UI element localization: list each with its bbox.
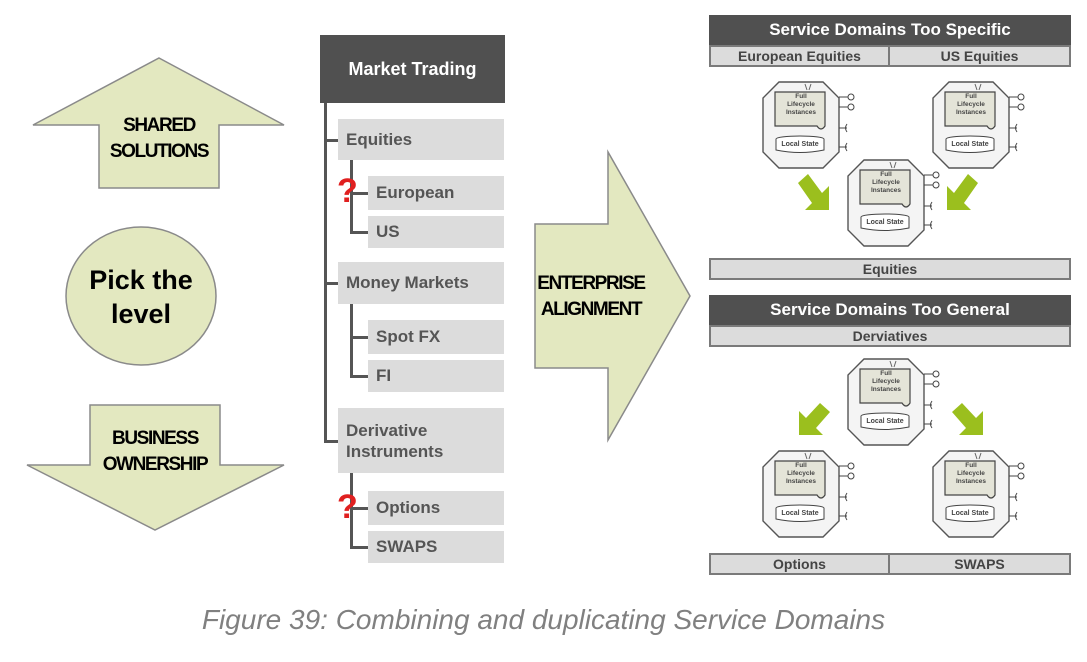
pick-level-label: Pick the level (89, 265, 193, 329)
component-instances-label: Full Lifecycle Instances (956, 462, 986, 485)
tree-node-swaps: SWAPS (368, 531, 504, 563)
service-domain-component: Full Lifecycle Instances Local State (761, 78, 857, 174)
panel-specific-col-left: European Equities (709, 45, 890, 67)
question-mark-options: ? (337, 488, 358, 526)
component-shape (932, 450, 1025, 538)
component-instances-label: Full Lifecycle Instances (871, 171, 901, 194)
green-arrow-4 (952, 403, 983, 435)
question-mark-european: ? (337, 172, 358, 210)
enterprise-alignment-arrow (534, 149, 691, 443)
component-shape (932, 81, 1025, 169)
panel-general-sub: Derviatives (709, 325, 1071, 347)
service-domain-component: Full Lifecycle Instances Local State (931, 447, 1027, 543)
tree-root-header: Market Trading (320, 35, 505, 103)
panel-specific-title: Service Domains Too Specific (709, 15, 1071, 45)
component-local-state-label: Local State (951, 510, 989, 517)
component-instances-label: Full Lifecycle Instances (956, 93, 986, 116)
service-domain-component: Full Lifecycle Instances Local State (931, 78, 1027, 174)
shared-solutions-label: SHARED SOLUTIONS (109, 115, 210, 162)
tree-branch-equities (324, 139, 338, 142)
business-ownership-label: BUSINESS OWNERSHIP (102, 428, 209, 475)
tree-leaf-line-fi (350, 375, 368, 378)
panel-specific-col-right: US Equities (888, 45, 1071, 67)
green-arrow-2 (947, 174, 978, 210)
tree-node-fi: FI (368, 360, 504, 392)
tree-leaf-line-swaps (350, 546, 368, 549)
tree-leaf-line-spotfx (350, 336, 368, 339)
panel-general-title: Service Domains Too General (709, 295, 1071, 325)
tree-node-derivatives: Derivative Instruments (338, 408, 504, 473)
tree-node-money-markets: Money Markets (338, 262, 504, 304)
component-shape (847, 159, 940, 247)
component-local-state-label: Local State (781, 510, 819, 517)
pick-level-circle (65, 226, 217, 366)
tree-node-us: US (368, 216, 504, 248)
tree-node-options: Options (368, 491, 504, 525)
tree-sub-derivatives (350, 473, 353, 548)
tree-node-spot-fx: Spot FX (368, 320, 504, 354)
panel-specific-footer: Equities (709, 258, 1071, 280)
green-arrow-1 (798, 174, 829, 210)
tree-branch-derivatives (324, 440, 338, 443)
tree-leaf-line-european (350, 192, 368, 195)
component-shape (847, 358, 940, 446)
service-domain-component: Full Lifecycle Instances Local State (761, 447, 857, 543)
enterprise-alignment-label: ENTERPRISE ALIGNMENT (537, 273, 646, 320)
component-instances-label: Full Lifecycle Instances (786, 93, 816, 116)
panel-general-footer-left: Options (709, 553, 890, 575)
tree-leaf-line-us (350, 231, 368, 234)
service-domain-component: Full Lifecycle Instances Local State (846, 355, 942, 451)
service-domain-component: Full Lifecycle Instances Local State (846, 156, 942, 252)
tree-branch-money-markets (324, 282, 338, 285)
business-ownership-down-arrow (26, 404, 285, 531)
tree-node-european: European (368, 176, 504, 210)
tree-sub-money (350, 304, 353, 377)
component-instances-label: Full Lifecycle Instances (786, 462, 816, 485)
component-shape (762, 450, 855, 538)
component-local-state-label: Local State (781, 141, 819, 148)
green-arrow-3 (799, 403, 830, 435)
component-local-state-label: Local State (866, 418, 904, 425)
figure-caption: Figure 39: Combining and duplicating Ser… (201, 604, 886, 635)
panel-general-footer-right: SWAPS (888, 553, 1071, 575)
tree-leaf-line-options (350, 507, 368, 510)
component-instances-label: Full Lifecycle Instances (871, 370, 901, 393)
tree-sub-equities (350, 160, 353, 233)
component-shape (762, 81, 855, 169)
component-local-state-label: Local State (866, 219, 904, 226)
tree-trunk (324, 103, 327, 443)
component-local-state-label: Local State (951, 141, 989, 148)
tree-node-equities: Equities (338, 119, 504, 160)
shared-solutions-up-arrow (32, 57, 285, 189)
